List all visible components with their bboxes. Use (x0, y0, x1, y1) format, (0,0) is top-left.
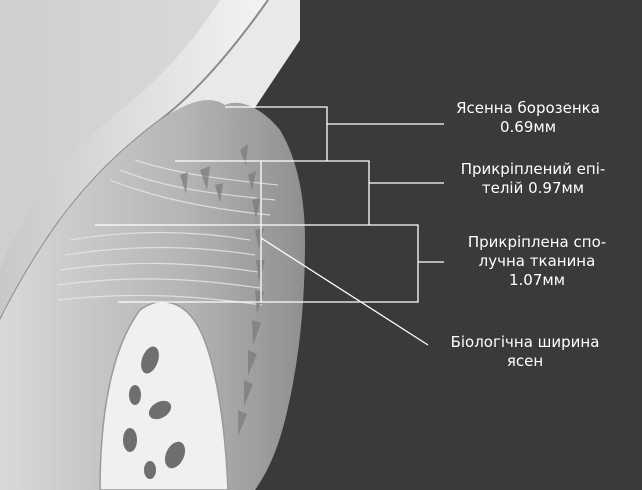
connective-tissue-line3: 1.07мм (448, 271, 626, 290)
gingival-sulcus-line1: Ясенна борозенка (448, 99, 608, 118)
junctional-epithelium-line1: Прикріплений епі- (444, 160, 622, 179)
connective-tissue-line1: Прикріплена спо- (448, 233, 626, 252)
gingival-sulcus-line2: 0.69мм (448, 118, 608, 137)
biologic-width-line2: ясен (430, 352, 620, 371)
connective-tissue-label: Прикріплена спо- лучна тканина 1.07мм (448, 233, 626, 290)
junctional-epithelium-line2: телій 0.97мм (444, 179, 622, 198)
junctional-epithelium-label: Прикріплений епі- телій 0.97мм (444, 160, 622, 198)
biologic-width-label: Біологічна ширина ясен (430, 333, 620, 371)
connective-tissue-line2: лучна тканина (448, 252, 626, 271)
gingival-sulcus-label: Ясенна борозенка 0.69мм (448, 99, 608, 137)
biologic-width-line1: Біологічна ширина (430, 333, 620, 352)
